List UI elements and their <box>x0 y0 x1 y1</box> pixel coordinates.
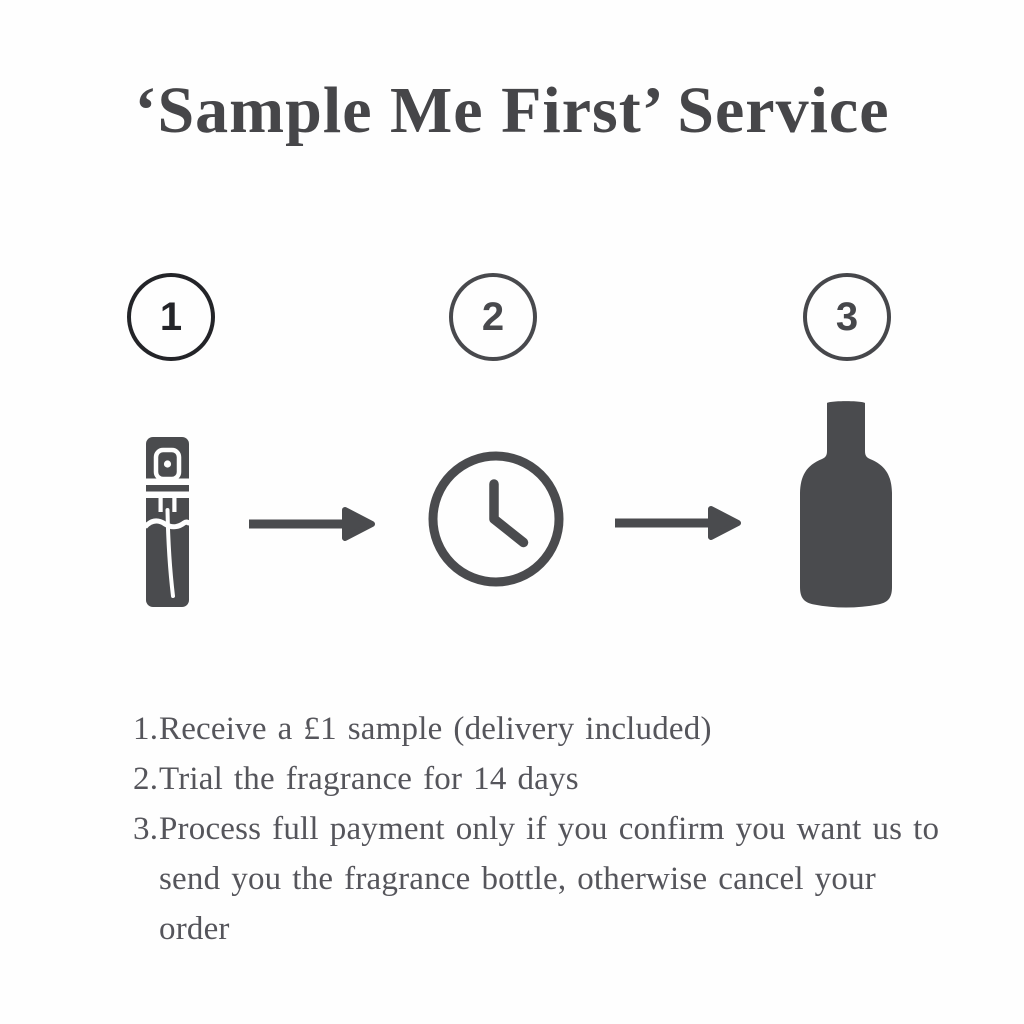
list-item-text: Process full payment only if you confirm… <box>159 811 940 947</box>
step-3-badge: 3 <box>803 273 891 361</box>
list-item-text: Trial the fragrance for 14 days <box>159 761 579 797</box>
step-2-badge: 2 <box>449 273 537 361</box>
step-1-badge: 1 <box>127 273 215 361</box>
list-item: 1. Receive a £1 sample (delivery include… <box>133 704 943 754</box>
list-item: 2. Trial the fragrance for 14 days <box>133 754 943 804</box>
list-item-number: 2. <box>133 761 159 797</box>
sample-vial-icon <box>143 437 192 607</box>
list-item-number: 1. <box>133 711 159 747</box>
instructions-list: 1. Receive a £1 sample (delivery include… <box>133 704 943 954</box>
fragrance-bottle-icon <box>799 399 893 608</box>
step-1-number: 1 <box>159 294 183 339</box>
clock-icon <box>426 449 566 589</box>
page-title: ‘Sample Me First’ Service <box>134 74 890 147</box>
step-3-number: 3 <box>835 294 859 339</box>
list-item: 3. Process full payment only if you conf… <box>133 804 943 954</box>
arrow-right-icon <box>246 504 376 544</box>
step-2-number: 2 <box>481 294 505 339</box>
list-item-number: 3. <box>133 811 159 847</box>
arrow-right-icon <box>612 503 742 543</box>
list-item-text: Receive a £1 sample (delivery included) <box>159 711 712 747</box>
